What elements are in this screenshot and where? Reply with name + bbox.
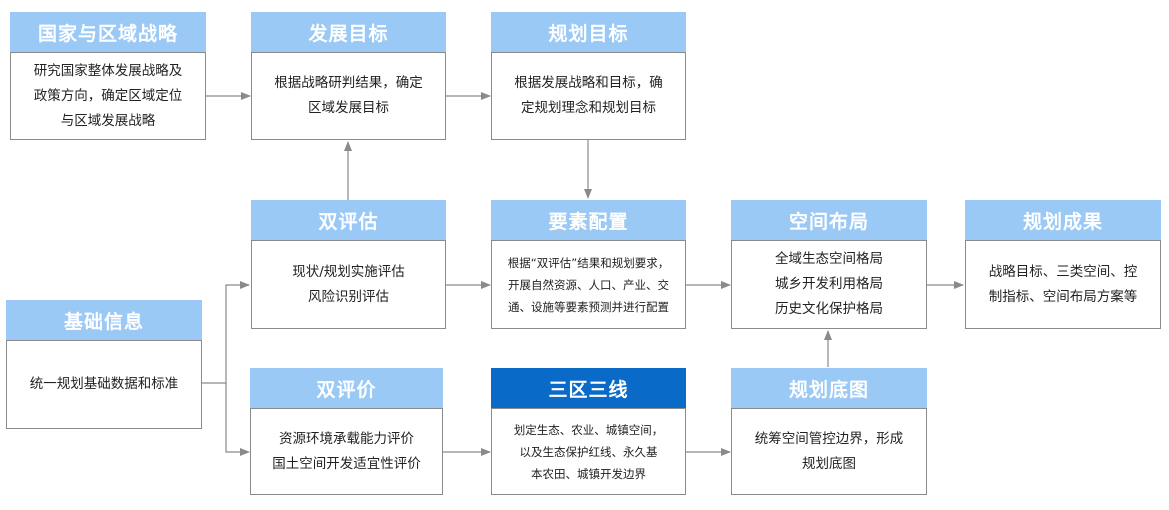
node-text-line: 通、设施等要素预测并进行配置 (508, 299, 669, 314)
node-dual-evaluation: 双评价 资源环境承载能力评价 国土空间开发适宜性评价 (250, 368, 443, 495)
node-text-line: 定规划理念和规划目标 (521, 100, 656, 116)
node-text-line: 根据发展战略和目标，确 (514, 75, 663, 91)
node-national-strategy: 国家与区域战略 研究国家整体发展战略及 政策方向，确定区域定位 与区域发展战略 (10, 12, 206, 140)
node-text-line: 本农田、城镇开发边界 (531, 466, 646, 481)
node-text-line: 规划底图 (802, 455, 856, 472)
node-description: 全域生态空间格局 城乡开发利用格局 历史文化保护格局 (731, 240, 927, 329)
node-text-line: 制指标、空间布局方案等 (988, 288, 1138, 305)
node-description: 战略目标、三类空间、控 制指标、空间布局方案等 (965, 240, 1161, 329)
node-text-line: 历史文化保护格局 (775, 301, 883, 317)
node-text-line: 统一规划基础数据和标准 (29, 376, 179, 392)
node-description: 统一规划基础数据和标准 (6, 340, 202, 429)
node-development-goal: 发展目标 根据战略研判结果，确定 区域发展目标 (251, 12, 446, 140)
node-text-line: 全域生态空间格局 (775, 251, 883, 267)
node-text-line: 研究国家整体发展战略及 (33, 62, 183, 79)
node-title: 双评估 (251, 200, 446, 240)
node-title: 空间布局 (731, 200, 927, 240)
node-text-line: 风险识别评估 (308, 288, 389, 305)
node-three-zones-three-lines: 三区三线 划定生态、农业、城镇空间， 以及生态保护红线、永久基 本农田、城镇开发… (491, 368, 686, 495)
node-element-allocation: 要素配置 根据“双评估”结果和规划要求， 开展自然资源、人口、产业、交 通、设施… (491, 200, 686, 329)
arrow-basic-to-dual-eval (225, 383, 250, 456)
node-title: 双评价 (250, 368, 443, 408)
node-text-line: 根据战略研判结果，确定 (274, 75, 423, 91)
node-description: 资源环境承载能力评价 国土空间开发适宜性评价 (250, 408, 443, 495)
node-text-line: 开展自然资源、人口、产业、交 (508, 277, 669, 292)
node-title: 发展目标 (251, 12, 446, 52)
node-description: 划定生态、农业、城镇空间， 以及生态保护红线、永久基 本农田、城镇开发边界 (491, 408, 686, 495)
node-text-line: 划定生态、农业、城镇空间， (513, 422, 664, 437)
node-dual-assessment: 双评估 现状/规划实施评估 风险识别评估 (251, 200, 446, 329)
node-text-line: 资源环境承载能力评价 (279, 430, 414, 447)
node-text-line: 现状/规划实施评估 (292, 263, 405, 280)
node-text-line: 国土空间开发适宜性评价 (272, 455, 421, 472)
node-description: 根据发展战略和目标，确 定规划理念和规划目标 (491, 52, 686, 140)
node-title: 规划底图 (731, 368, 927, 408)
node-title: 国家与区域战略 (10, 12, 206, 52)
node-title: 基础信息 (6, 300, 202, 340)
node-description: 根据“双评估”结果和规划要求， 开展自然资源、人口、产业、交 通、设施等要素预测… (491, 240, 686, 329)
node-description: 研究国家整体发展战略及 政策方向，确定区域定位 与区域发展战略 (10, 52, 206, 140)
node-text-line: 与区域发展战略 (60, 112, 156, 129)
node-title: 要素配置 (491, 200, 686, 240)
node-text-line: 城乡开发利用格局 (775, 276, 883, 292)
arrow-basic-to-dual-assess (202, 281, 250, 384)
node-title: 规划成果 (965, 200, 1161, 240)
node-description: 统筹空间管控边界，形成 规划底图 (731, 408, 927, 495)
node-title: 规划目标 (491, 12, 686, 52)
node-description: 现状/规划实施评估 风险识别评估 (251, 240, 446, 329)
node-title: 三区三线 (491, 368, 686, 408)
node-planning-goal: 规划目标 根据发展战略和目标，确 定规划理念和规划目标 (491, 12, 686, 140)
node-planning-results: 规划成果 战略目标、三类空间、控 制指标、空间布局方案等 (965, 200, 1161, 329)
node-text-line: 统筹空间管控边界，形成 (754, 430, 904, 447)
node-text-line: 以及生态保护红线、永久基 (519, 444, 658, 459)
node-planning-base-map: 规划底图 统筹空间管控边界，形成 规划底图 (731, 368, 927, 495)
node-text-line: 区域发展目标 (308, 100, 389, 116)
node-basic-information: 基础信息 统一规划基础数据和标准 (6, 300, 202, 429)
node-description: 根据战略研判结果，确定 区域发展目标 (251, 52, 446, 140)
node-spatial-layout: 空间布局 全域生态空间格局 城乡开发利用格局 历史文化保护格局 (731, 200, 927, 329)
node-text-line: 战略目标、三类空间、控 (988, 263, 1138, 280)
node-text-line: 政策方向，确定区域定位 (33, 87, 183, 104)
node-text-line: 根据“双评估”结果和规划要求， (507, 255, 670, 270)
